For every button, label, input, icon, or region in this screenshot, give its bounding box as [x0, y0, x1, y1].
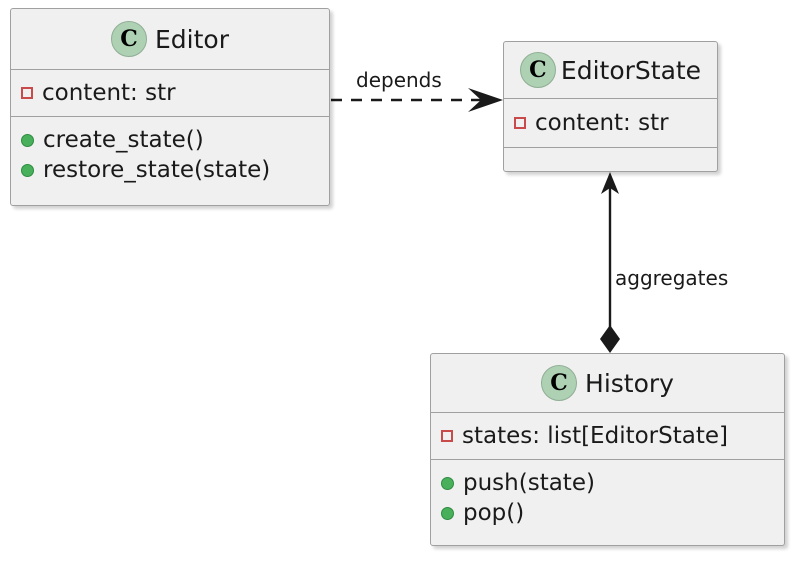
aggregates-diamond-icon: [600, 325, 620, 353]
class-c-icon: C: [111, 21, 147, 57]
class-attribute-row: content: str: [21, 78, 319, 108]
attribute-label: content: str: [535, 109, 669, 136]
class-divider: [431, 459, 784, 460]
class-method-row: pop(): [441, 498, 774, 528]
methods-compartment-editorstate: [504, 148, 717, 169]
class-divider: [504, 147, 717, 148]
attribute-label: content: str: [42, 79, 176, 106]
class-divider: [11, 116, 329, 117]
aggregates-arrowhead-icon: [601, 172, 619, 194]
class-c-icon-letter: C: [120, 25, 138, 52]
class-attribute-row: states: list[EditorState]: [441, 421, 774, 451]
class-box-editorstate[interactable]: C EditorState content: str: [503, 41, 718, 172]
class-header-editorstate: C EditorState: [504, 42, 717, 98]
public-method-icon: [441, 506, 454, 520]
edge-aggregates: [600, 172, 620, 353]
class-name-editor: Editor: [155, 24, 229, 54]
edge-label-aggregates: aggregates: [615, 266, 729, 290]
class-divider: [431, 412, 784, 413]
class-c-icon: C: [541, 365, 578, 401]
class-header-editor: C Editor: [11, 9, 329, 69]
class-divider: [11, 69, 329, 70]
class-c-icon-letter: C: [550, 369, 568, 396]
method-label: pop(): [463, 499, 525, 526]
private-field-icon: [514, 117, 526, 129]
attribute-label: states: list[EditorState]: [462, 422, 728, 449]
public-method-icon: [441, 476, 454, 490]
attributes-compartment-editorstate: content: str: [504, 99, 717, 147]
attributes-compartment-editor: content: str: [11, 70, 329, 116]
methods-compartment-editor: create_state() restore_state(state): [11, 117, 329, 205]
method-label: create_state(): [43, 126, 204, 153]
private-field-icon: [21, 87, 33, 99]
public-method-icon: [21, 163, 34, 177]
private-field-icon: [441, 430, 453, 442]
class-method-row: push(state): [441, 468, 774, 498]
depends-arrowhead-icon: [468, 88, 503, 112]
class-header-history: C History: [431, 354, 784, 412]
class-method-row: restore_state(state): [21, 155, 319, 185]
methods-compartment-history: push(state) pop(): [431, 460, 784, 545]
class-name-editorstate: EditorState: [560, 55, 702, 85]
method-label: push(state): [463, 469, 595, 496]
class-divider: [504, 98, 717, 99]
edge-label-depends: depends: [356, 68, 442, 92]
class-c-icon-letter: C: [529, 56, 547, 83]
class-c-icon: C: [519, 52, 556, 88]
class-box-history[interactable]: C History states: list[EditorState] push…: [430, 353, 785, 546]
attributes-compartment-history: states: list[EditorState]: [431, 413, 784, 459]
class-box-editor[interactable]: C Editor content: str create_state() res…: [10, 8, 330, 206]
method-label: restore_state(state): [43, 156, 271, 183]
class-method-row: create_state(): [21, 125, 319, 155]
class-name-history: History: [585, 368, 674, 398]
public-method-icon: [21, 133, 34, 147]
class-attribute-row: content: str: [514, 108, 707, 138]
